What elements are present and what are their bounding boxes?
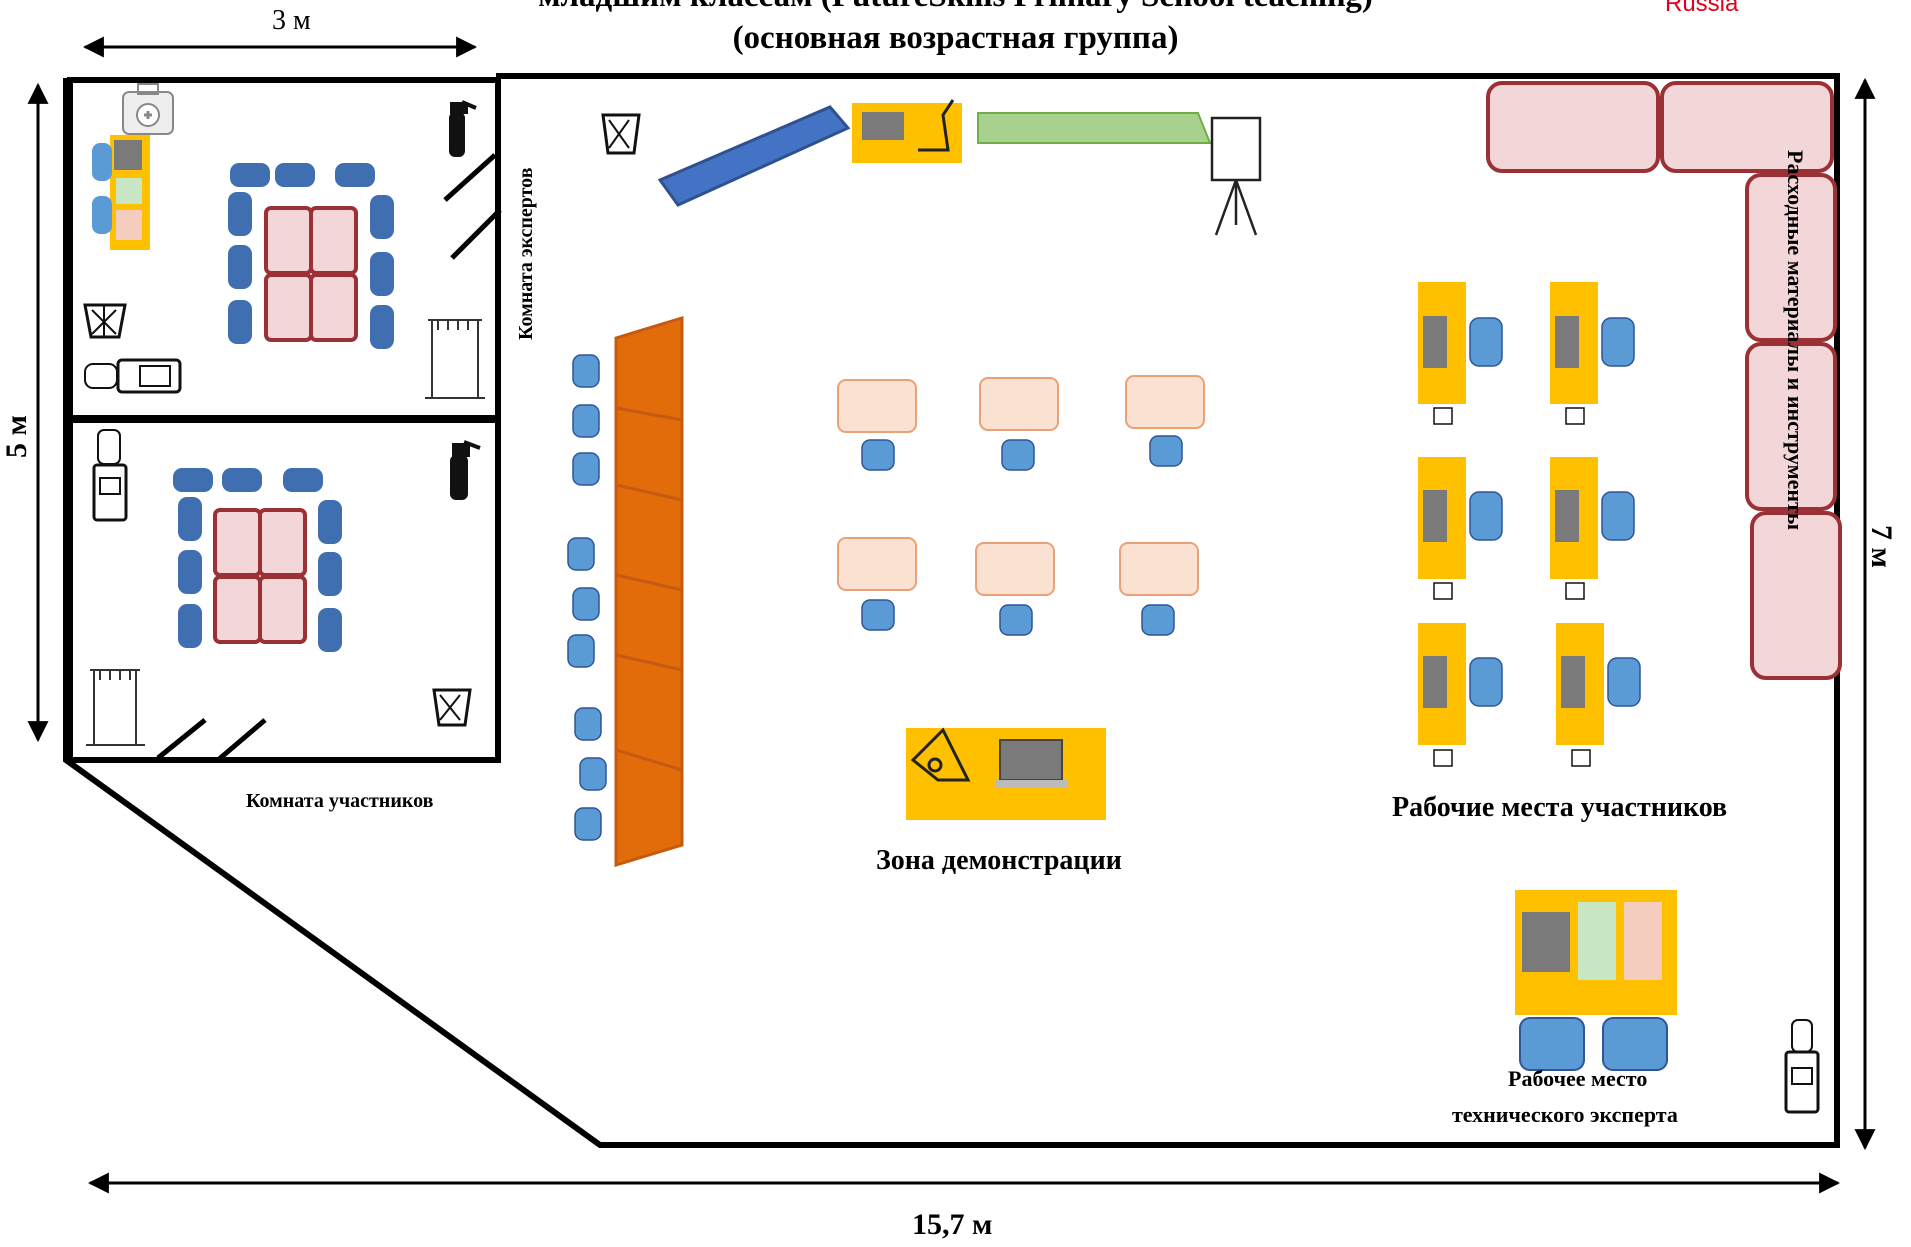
participant-room-label: Комната участников	[246, 790, 434, 812]
dim-right-height: 7 м	[1865, 525, 1898, 568]
expert-room-label: Комната экспертов	[515, 167, 537, 341]
dim-bottom-width: 15,7 м	[912, 1208, 993, 1241]
trash-can-icon	[601, 113, 641, 155]
dim-top-width: 3 м	[272, 5, 311, 36]
walls	[63, 73, 1840, 1148]
main-hall-furniture	[567, 81, 1842, 1114]
coat-rack-icon	[425, 319, 485, 399]
dimension-arrows	[27, 36, 1876, 1194]
dim-left-height: 5 м	[0, 415, 33, 458]
workplaces-label: Рабочие места участников	[1392, 792, 1728, 823]
projector-icon	[910, 727, 971, 782]
fire-extinguisher-icon	[437, 433, 495, 503]
title-line-1: младшим классам (FutureSkills Primary Sc…	[0, 0, 1911, 15]
flipchart-icon	[1210, 116, 1262, 236]
first-aid-icon	[122, 83, 174, 135]
brand-logo-text: Russia	[1665, 0, 1739, 17]
tech-expert-label-2: технического эксперта	[1452, 1102, 1678, 1127]
water-cooler-icon	[84, 358, 182, 394]
water-cooler-icon	[92, 429, 128, 522]
door-marks	[156, 153, 502, 762]
consumables-label: Расходные материалы и инструменты	[1783, 150, 1808, 531]
title-line-2: (основная возрастная группа)	[732, 20, 1179, 56]
trash-can-icon	[83, 303, 127, 339]
participant-workplaces	[1418, 282, 1641, 767]
coat-rack-icon	[86, 669, 145, 746]
water-cooler-icon	[1784, 1019, 1820, 1114]
tech-expert-label-1: Рабочее место	[1508, 1066, 1648, 1091]
demo-zone-label: Зона демонстрации	[876, 845, 1122, 876]
fire-extinguisher-icon	[437, 95, 483, 160]
expert-room-furniture	[83, 83, 485, 399]
trash-can-icon	[432, 688, 472, 727]
participant-room-furniture	[86, 429, 495, 746]
